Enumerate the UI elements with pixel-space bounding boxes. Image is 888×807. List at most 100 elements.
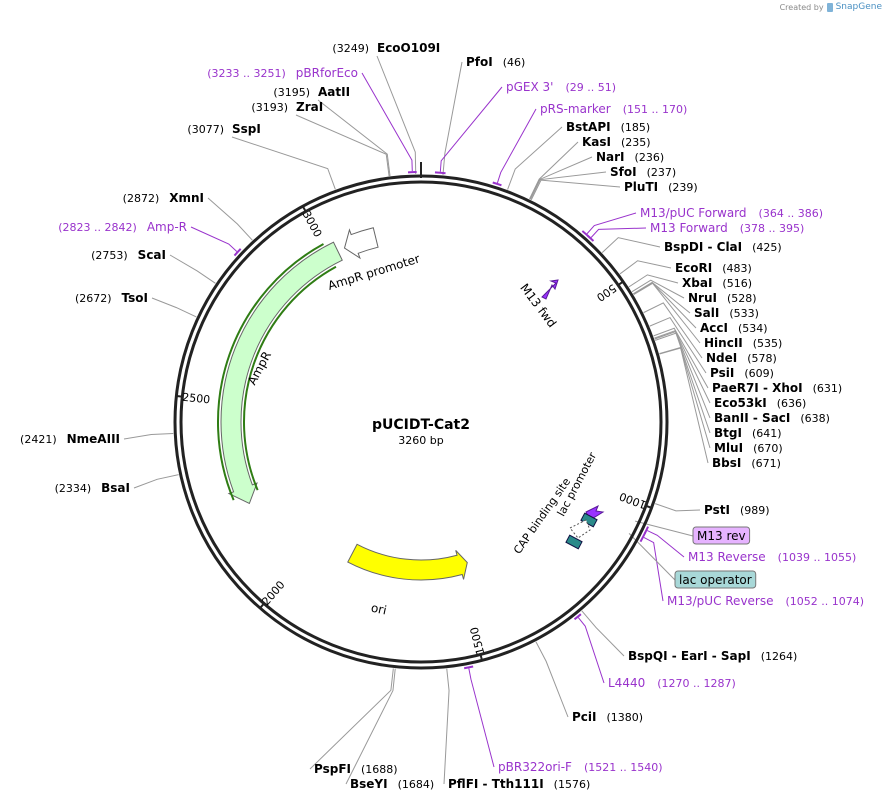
site-position: (2872) [123, 192, 160, 205]
site-leader [601, 237, 661, 254]
site-name: PfoI [466, 55, 493, 69]
primer-leader [590, 227, 647, 238]
site-position: (425) [752, 241, 782, 254]
feature-label-m13-rev: M13 rev [692, 526, 751, 545]
site-name: PsiI [710, 366, 734, 380]
primer-name: Amp-R [147, 220, 187, 234]
site-xmni: XmnI (2872) [123, 191, 204, 205]
site-leader [443, 668, 450, 785]
primer-name: M13 Forward [650, 221, 728, 235]
primer-amp-r: Amp-R(2823 .. 2842) [58, 220, 187, 234]
primer-name: pBRforEco [296, 66, 358, 80]
primer-leader [190, 226, 238, 252]
site-leader [207, 197, 253, 241]
site-leader [654, 330, 711, 404]
site-name: NruI [688, 291, 717, 305]
site-leader [295, 114, 390, 177]
primer-name: pBR322ori-F [498, 760, 572, 774]
tick-label: 3000 [300, 209, 325, 240]
site-btgi: BtgI(641) [714, 426, 782, 440]
site-position: (670) [753, 442, 783, 455]
ampr-inner-track [243, 265, 337, 491]
primer-m13-puc-reverse: M13/pUC Reverse(1052 .. 1074) [667, 594, 864, 608]
primer-arc [639, 531, 647, 543]
site-name: SalI [694, 306, 719, 320]
site-position: (3195) [273, 86, 310, 99]
site-name: XmnI [169, 191, 204, 205]
primer-arc [233, 248, 242, 257]
tick-label: 1500 [468, 626, 488, 656]
site-name: SspI [232, 122, 261, 136]
tick-mark [258, 602, 266, 610]
site-paer7i-xhoi: PaeR7I - XhoI(631) [712, 381, 842, 395]
site-position: (534) [738, 322, 768, 335]
primer-m13-reverse: M13 Reverse(1039 .. 1055) [688, 550, 856, 564]
site-position: (3193) [251, 101, 288, 114]
primer-range: (1270 .. 1287) [657, 677, 736, 690]
primer-leader [468, 668, 495, 768]
site-bsai: BsaI(2334) [55, 481, 130, 495]
site-name: AccI [700, 321, 728, 335]
site-position: (636) [777, 397, 807, 410]
primer-range: (151 .. 170) [623, 103, 688, 116]
site-name: PspFI [314, 762, 351, 776]
site-leader [442, 61, 463, 176]
center-labels: pUCIDT-Cat2 3260 bp [372, 417, 470, 447]
site-position: (235) [621, 136, 651, 149]
site-scai: ScaI(2753) [91, 248, 166, 262]
site-name: ZraI [296, 100, 323, 114]
site-name: PciI [572, 710, 597, 724]
site-name: XbaI [682, 276, 712, 290]
site-pspfi: PspFI(1688) [314, 762, 398, 776]
primer-leader [439, 86, 503, 172]
primer-range: (1039 .. 1055) [778, 551, 857, 564]
site-position: (638) [800, 412, 830, 425]
credit-text: Created by [779, 2, 824, 12]
site-position: (237) [647, 166, 677, 179]
site-leader [655, 332, 711, 434]
site-ndei: NdeI(578) [706, 351, 777, 365]
feature-label-text: M13 rev [697, 529, 746, 543]
primer-arc [463, 665, 474, 670]
site-name: PluTI [624, 180, 658, 194]
site-banii-saci: BanII - SacI(638) [714, 411, 830, 425]
site-bspdi-clai: BspDI - ClaI (425) [664, 240, 782, 254]
site-name: SfoI [610, 165, 637, 179]
site-psti: PstI(989) [704, 503, 770, 517]
site-name: HincII [704, 336, 743, 350]
site-hincii: HincII (535) [704, 336, 782, 350]
site-position: (631) [813, 382, 843, 395]
primer-range: (1052 .. 1074) [786, 595, 865, 608]
site-name: EcoO109I [377, 41, 440, 55]
tick-label: 500 [594, 281, 619, 304]
tick-mark [616, 280, 625, 287]
site-position: (533) [729, 307, 759, 320]
site-bbsi: BbsI(671) [712, 456, 781, 470]
site-leader [631, 279, 685, 299]
primer-range: (1521 .. 1540) [584, 761, 663, 774]
site-name: NmeAIII [67, 432, 120, 446]
site-name: NdeI [706, 351, 737, 365]
tick-label: 2000 [259, 578, 287, 608]
site-position: (2334) [55, 482, 92, 495]
site-leader [649, 316, 707, 374]
primer-leader [361, 72, 413, 172]
site-eco53ki: Eco53kI(636) [714, 396, 806, 410]
primer-name: L4440 [608, 676, 645, 690]
site-position: (535) [753, 337, 783, 350]
site-name: BstAPI [566, 120, 611, 134]
site-name: BspDI - ClaI [664, 240, 742, 254]
site-name: BbsI [712, 456, 741, 470]
site-name: BseYI [350, 777, 388, 791]
site-name: KasI [582, 135, 611, 149]
feature-label-ori: ori [370, 601, 388, 618]
primer-leader [643, 537, 664, 602]
site-leader [317, 99, 391, 177]
primer-range: (364 .. 386) [759, 207, 824, 220]
site-leader [653, 327, 709, 389]
primer-arc [586, 234, 595, 242]
site-name: PstI [704, 503, 730, 517]
m13-fwd-arrow [541, 279, 559, 300]
site-leader [628, 274, 679, 288]
primer-name: pGEX 3' [506, 80, 553, 94]
